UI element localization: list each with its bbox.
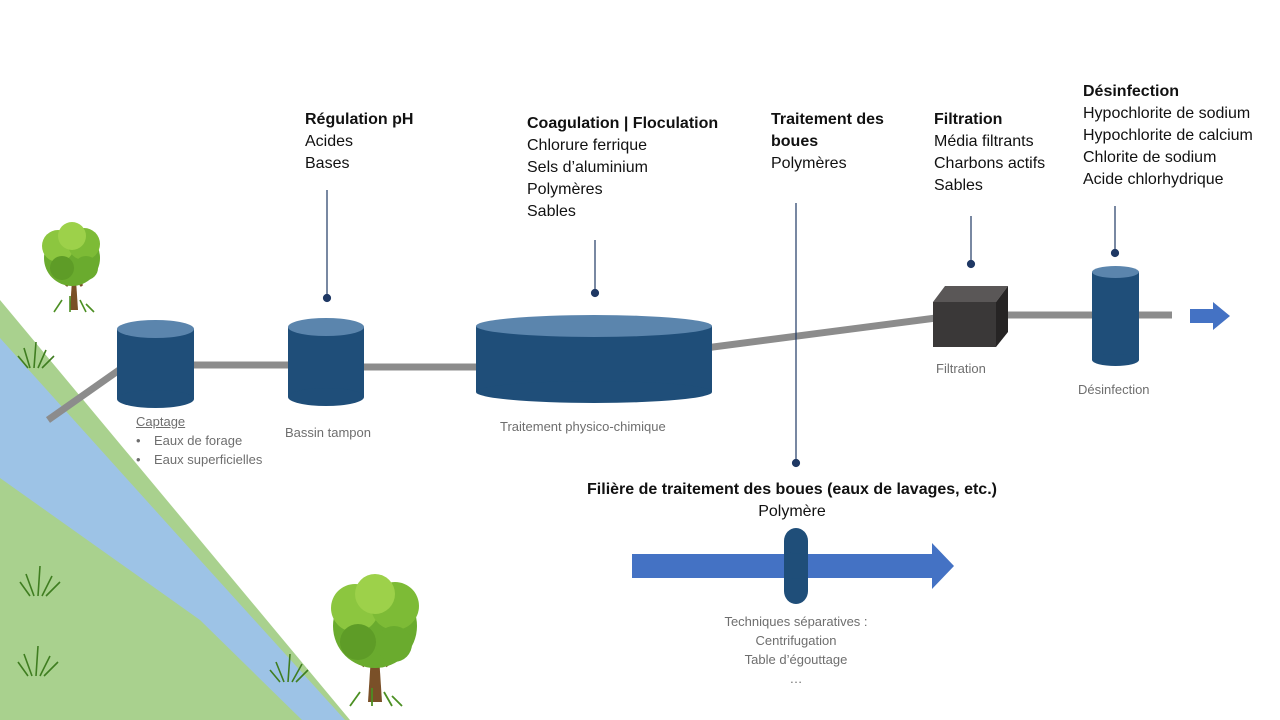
output-arrow-icon	[1190, 302, 1230, 330]
desinfection-label: Désinfection	[1078, 382, 1150, 397]
boues-title-line: Traitement des	[771, 111, 884, 128]
list-item: Acide chlorhydrique	[1083, 171, 1224, 188]
leader-lines	[322, 190, 1120, 468]
list-item: Polymères	[771, 155, 847, 172]
techniques-line: Centrifugation	[755, 633, 837, 648]
list-item: Eaux superficielles	[136, 450, 262, 469]
ph-title: Régulation pH	[305, 111, 414, 128]
sludge-line-subtitle: Polymère	[758, 503, 826, 520]
techniques-line: …	[789, 671, 803, 686]
filtration-label: Filtration	[936, 361, 986, 376]
boues-title-line: boues	[771, 133, 819, 150]
pipes	[45, 311, 1172, 423]
list-item: Bases	[305, 155, 350, 172]
list-item: Sels d’aluminium	[527, 159, 648, 176]
tree-icon	[42, 222, 100, 313]
filtration-box	[933, 286, 1008, 347]
captage-label: Captage	[136, 414, 186, 429]
bassin-tampon-tank	[288, 318, 364, 406]
desinf-title: Désinfection	[1083, 83, 1180, 100]
separator-lens	[784, 528, 808, 604]
list-item: Hypochlorite de sodium	[1083, 105, 1251, 122]
pipe	[689, 314, 937, 354]
list-item: Hypochlorite de calcium	[1083, 127, 1253, 144]
sludge-line-title: Filière de traitement des boues (eaux de…	[587, 481, 997, 498]
sludge-line-block: Filière de traitement des boues (eaux de…	[560, 479, 1024, 523]
list-item: Charbons actifs	[934, 155, 1046, 172]
coag-title: Coagulation | Floculation	[527, 115, 719, 132]
boues-callout: Traitement des boues Polymères	[771, 109, 884, 175]
list-item: Sables	[527, 203, 576, 220]
list-item: Acides	[305, 133, 354, 150]
intake-pipe	[45, 365, 125, 423]
physico-chimique-tank	[476, 315, 712, 403]
list-item: Sables	[934, 177, 983, 194]
captage-tank	[117, 320, 194, 408]
list-item: Média filtrants	[934, 133, 1034, 150]
techniques-line: Table d’égouttage	[744, 652, 848, 667]
grass-bank	[0, 300, 350, 720]
ph-callout: Régulation pH Acides Bases	[305, 109, 413, 175]
grass-tuft-icon	[17, 341, 309, 683]
list-item: Eaux de forage	[136, 431, 262, 450]
tree-icon	[331, 574, 419, 707]
techniques-line: Techniques séparatives :	[724, 614, 868, 629]
list-item: Polymères	[527, 181, 603, 198]
physchim-label: Traitement physico-chimique	[500, 419, 666, 434]
list-item: Chlorure ferrique	[527, 137, 648, 154]
list-item: Chlorite de sodium	[1083, 149, 1217, 166]
captage-list: Eaux de forage Eaux superficielles	[136, 431, 262, 469]
captage-block: Captage Eaux de forage Eaux superficiell…	[136, 412, 262, 469]
filt-callout: Filtration Média filtrants Charbons acti…	[934, 109, 1045, 197]
desinf-callout: Désinfection Hypochlorite de sodium Hypo…	[1083, 81, 1253, 191]
coag-callout: Coagulation | Floculation Chlorure ferri…	[527, 113, 718, 223]
filt-title: Filtration	[934, 111, 1003, 128]
bassin-label: Bassin tampon	[285, 425, 371, 440]
techniques-block: Techniques séparatives : Centrifugation …	[676, 612, 916, 688]
desinfection-tank	[1092, 266, 1139, 366]
